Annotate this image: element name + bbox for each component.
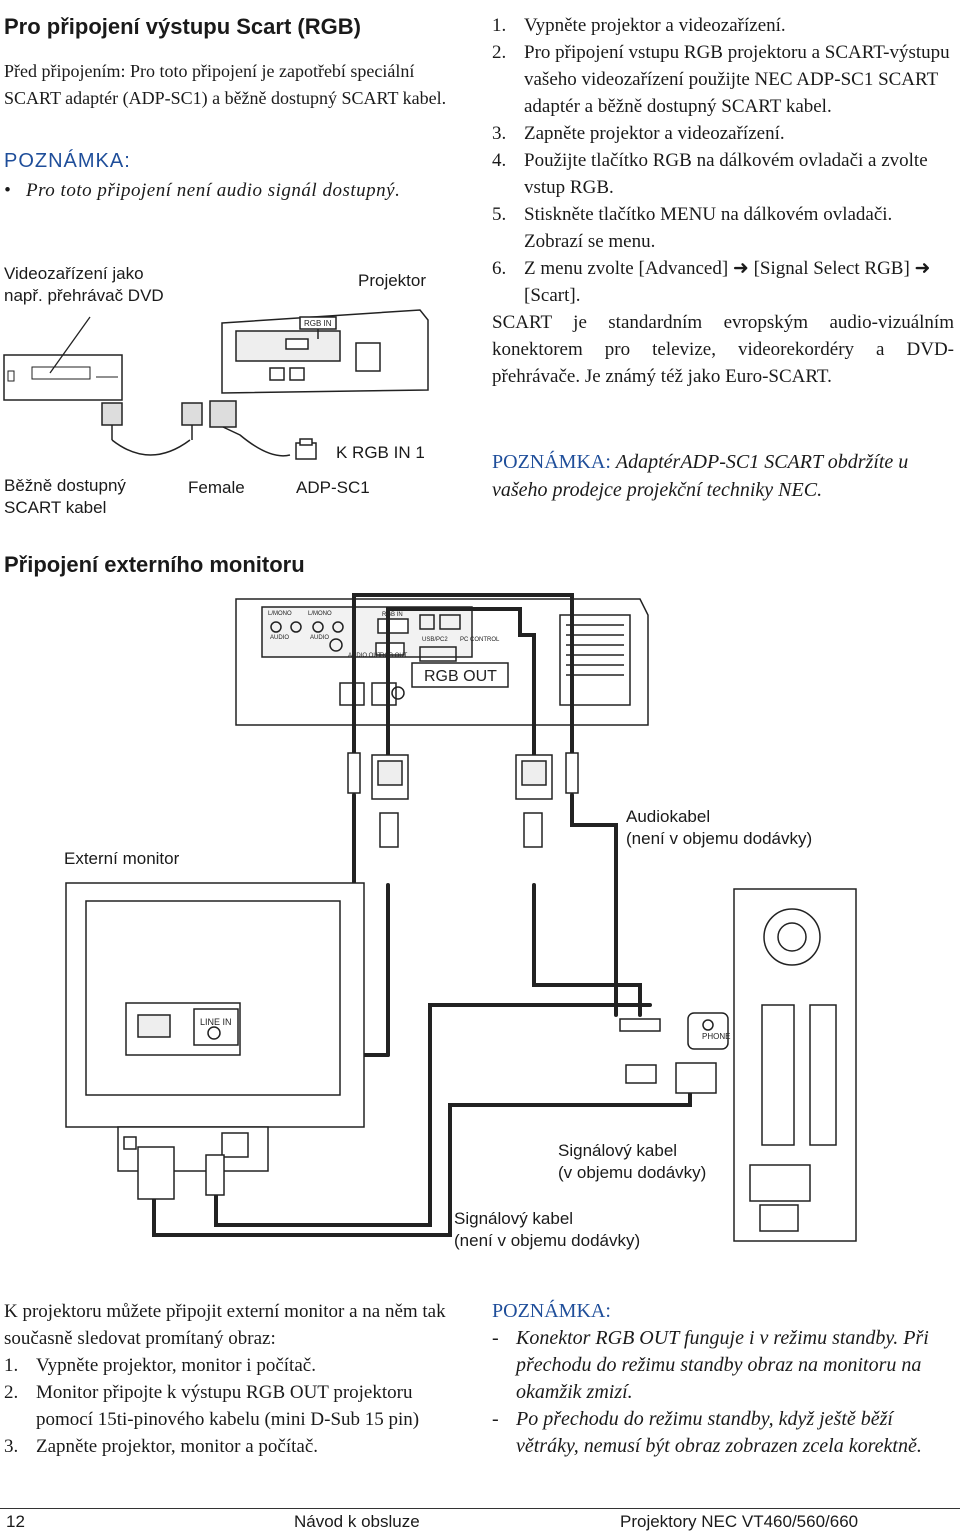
scart-note-bullet: Pro toto připojení není audio signál dos… xyxy=(26,180,401,201)
signal-cable-incl-line1: Signálový kabel xyxy=(558,1141,678,1160)
monitor-cable-connectors xyxy=(137,1146,225,1200)
audio-cable-label-line1: Audiokabel xyxy=(626,807,711,826)
female-label: Female xyxy=(188,478,245,497)
monitor-section-title: Připojení externího monitoru xyxy=(4,552,305,577)
dash-mark: - xyxy=(492,1408,499,1430)
scart-step: 3.Zapněte projektor a videozařízení. xyxy=(492,123,785,144)
svg-text:RGB IN: RGB IN xyxy=(304,319,332,328)
signal-cable-incl-label: Signálový kabel (v objemu dodávky) xyxy=(558,1140,706,1184)
scart-steps-list: 1.Vypněte projektor a videozařízení. 2.P… xyxy=(492,12,954,309)
port-label: L/MONO xyxy=(308,611,332,617)
to-rgb-in-label: K RGB IN 1 xyxy=(336,443,425,462)
scart-note2-heading: POZNÁMKA: xyxy=(492,451,611,473)
line-in-label: LINE IN xyxy=(200,1017,232,1027)
scart-note2-text: AdaptérADP-SC1 SCART obdržíte u vašeho p… xyxy=(492,451,909,501)
scart-section-title: Pro připojení výstupu Scart (RGB) xyxy=(4,14,361,39)
monitor-note-item: -Po přechodu do režimu standby, když ješ… xyxy=(492,1406,954,1460)
monitor-diagram: RGB OUT L/MONO L/MONO AUDIO AUDIO RGB IN… xyxy=(65,593,857,1242)
signal-cable-excl-line2: (není v objemu dodávky) xyxy=(454,1231,641,1250)
monitor-step: 1.Vypněte projektor, monitor i počítač. xyxy=(4,1355,316,1376)
scart-step: 1.Vypněte projektor a videozařízení. xyxy=(492,15,786,36)
scart-note-bullet-row: • Pro toto připojení není audio signál d… xyxy=(4,180,400,202)
scart-adapter-icon xyxy=(209,400,317,460)
phone-label: PHONE xyxy=(702,1032,730,1041)
projector-label: Projektor xyxy=(358,271,427,290)
footer-page-number: 12 xyxy=(6,1512,25,1531)
adapter-label: ADP-SC1 xyxy=(296,478,370,497)
footer-right: Projektory NEC VT460/560/660 xyxy=(620,1512,859,1531)
scart-diagram: RGB IN xyxy=(3,309,429,460)
scart-before-connect: Před připojením: Pro toto připojení je z… xyxy=(4,61,447,108)
vga-connector-icon xyxy=(371,754,553,848)
monitor-step: 2.Monitor připojte k výstupu RGB OUT pro… xyxy=(4,1382,420,1430)
dvd-device-label: Videozařízení jako např. přehrávač DVD xyxy=(4,263,164,307)
port-label: L/MONO xyxy=(268,611,292,617)
scart-cable-label-line1: Běžně dostupný xyxy=(4,476,126,495)
pc-vga-plug-icon xyxy=(625,1062,717,1094)
scart-info: SCART je standardním evropským audio-viz… xyxy=(492,312,954,387)
monitor-intro: K projektoru můžete připojit externí mon… xyxy=(4,1301,446,1349)
pc-audio-plug-icon xyxy=(619,1018,661,1032)
scart-cable-label-line2: SCART kabel xyxy=(4,498,107,517)
scart-steps: 1.Vypněte projektor a videozařízení. 2.P… xyxy=(492,12,954,390)
dvd-device-label-line1: Videozařízení jako xyxy=(4,264,144,283)
monitor-step: 3.Zapněte projektor, monitor a počítač. xyxy=(4,1436,319,1457)
external-monitor-label: Externí monitor xyxy=(64,849,180,868)
port-label: RGB OUT xyxy=(380,653,408,659)
signal-cable-excl-label: Signálový kabel (není v objemu dodávky) xyxy=(454,1208,640,1252)
monitor-note: POZNÁMKA: -Konektor RGB OUT funguje i v … xyxy=(492,1298,954,1460)
signal-cable-excl-line1: Signálový kabel xyxy=(454,1209,574,1228)
port-label: RGB IN xyxy=(382,612,403,618)
monitor-note-heading: POZNÁMKA: xyxy=(492,1300,611,1322)
phone-port-icon xyxy=(687,1012,729,1050)
dvd-device-label-line2: např. přehrávač DVD xyxy=(4,286,164,305)
monitor-note-item: -Konektor RGB OUT funguje i v režimu sta… xyxy=(492,1325,954,1406)
port-labels: L/MONO L/MONO AUDIO AUDIO RGB IN AUDIO O… xyxy=(268,611,500,659)
dvd-player-icon xyxy=(3,316,123,401)
port-label: AUDIO xyxy=(270,635,289,641)
scart-step: 2.Pro připojení vstupu RGB projektoru a … xyxy=(492,42,950,117)
signal-cable-incl-line2: (v objemu dodávky) xyxy=(558,1163,707,1182)
scart-step: 5.Stiskněte tlačítko MENU na dálkovém ov… xyxy=(492,204,893,252)
monitor-steps-list: 1.Vypněte projektor, monitor i počítač. … xyxy=(4,1352,466,1460)
scart-note-heading: POZNÁMKA: xyxy=(4,150,131,172)
monitor-instructions: K projektoru můžete připojit externí mon… xyxy=(4,1298,466,1460)
scart-cable-label: Běžně dostupný SCART kabel xyxy=(4,475,126,519)
port-label: AUDIO OUT xyxy=(348,653,382,659)
scart-cable-icon xyxy=(101,402,203,456)
scart-step: 4.Použijte tlačítko RGB na dálkovém ovla… xyxy=(492,150,928,198)
port-label: AUDIO xyxy=(310,635,329,641)
port-label: USB/PC2 xyxy=(422,637,448,643)
pc-tower-icon xyxy=(733,888,857,1242)
footer-rule xyxy=(0,1508,960,1509)
audio-cable-label: Audiokabel (není v objemu dodávky) xyxy=(626,806,812,850)
external-monitor-icon xyxy=(65,882,365,1172)
bullet-mark: • xyxy=(4,180,11,201)
dash-mark: - xyxy=(492,1327,499,1349)
footer-center: Návod k obsluze xyxy=(294,1512,420,1531)
audio-plug-icon xyxy=(347,752,579,794)
audio-cable-label-line2: (není v objemu dodávky) xyxy=(626,829,813,848)
scart-step: 6.Z menu zvolte [Advanced] ➜ [Signal Sel… xyxy=(492,258,931,306)
port-label: PC CONTROL xyxy=(460,637,500,643)
projector-rear-panel-icon xyxy=(235,598,649,726)
scart-note2: POZNÁMKA: AdaptérADP-SC1 SCART obdržíte … xyxy=(492,448,954,504)
monitor-note-list: -Konektor RGB OUT funguje i v režimu sta… xyxy=(492,1325,954,1460)
rgb-out-label: RGB OUT xyxy=(424,668,497,685)
projector-icon: RGB IN xyxy=(221,309,429,394)
